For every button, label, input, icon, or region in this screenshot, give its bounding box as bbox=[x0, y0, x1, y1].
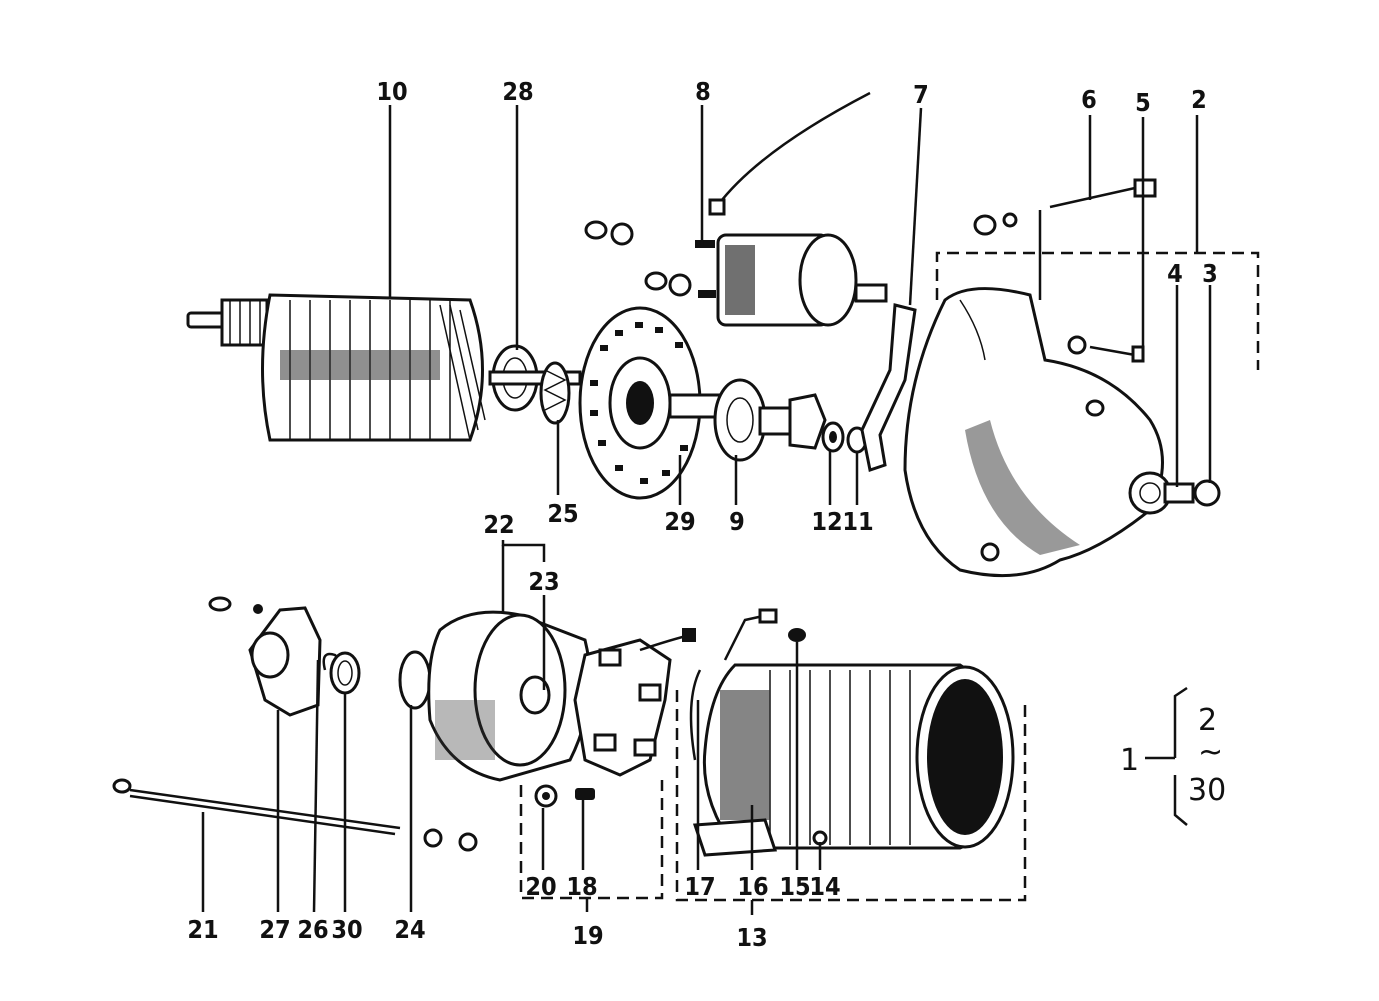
label-7: 7 bbox=[913, 80, 929, 109]
label-30: 30 bbox=[331, 915, 362, 944]
label-9: 9 bbox=[729, 507, 745, 536]
label-18: 18 bbox=[566, 872, 597, 901]
label-27: 27 bbox=[259, 915, 290, 944]
bracket-13 bbox=[675, 690, 1027, 902]
part-label-group: 10 28 8 7 6 5 2 4 3 25 29 9 12 11 22 23 … bbox=[187, 77, 1226, 952]
label-8: 8 bbox=[695, 77, 711, 106]
through-bolt-21 bbox=[112, 778, 478, 852]
label-25: 25 bbox=[547, 499, 578, 528]
label-12: 12 bbox=[811, 507, 842, 536]
end-cap-27 bbox=[208, 596, 322, 717]
engagement-lever-7 bbox=[860, 303, 917, 472]
bearing-plate-29 bbox=[578, 306, 702, 500]
label-3: 3 bbox=[1202, 259, 1218, 288]
through-bolt-6 bbox=[973, 178, 1157, 236]
bolt-5 bbox=[1067, 335, 1145, 363]
legend-assembly-number: 1 bbox=[1120, 743, 1139, 778]
washer-30 bbox=[329, 651, 361, 695]
label-10: 10 bbox=[376, 77, 407, 106]
label-14: 14 bbox=[809, 872, 840, 901]
label-2: 2 bbox=[1191, 85, 1207, 114]
legend-range-end: 30 bbox=[1188, 773, 1226, 808]
label-29: 29 bbox=[664, 507, 695, 536]
label-4: 4 bbox=[1167, 259, 1183, 288]
label-26: 26 bbox=[297, 915, 328, 944]
label-13: 13 bbox=[736, 923, 767, 952]
label-22: 22 bbox=[483, 510, 514, 539]
drive-pinion-9 bbox=[668, 378, 827, 462]
leader-lines-bottom bbox=[201, 540, 822, 915]
label-21: 21 bbox=[187, 915, 218, 944]
label-20: 20 bbox=[525, 872, 556, 901]
legend-range-separator: ~ bbox=[1198, 735, 1223, 770]
label-19: 19 bbox=[572, 921, 603, 950]
brush-18 bbox=[575, 788, 595, 800]
yoke-field-frame-13 bbox=[689, 608, 1015, 857]
spring-ring-25 bbox=[539, 361, 571, 425]
label-24: 24 bbox=[394, 915, 425, 944]
label-11: 11 bbox=[842, 507, 873, 536]
label-16: 16 bbox=[737, 872, 768, 901]
label-17: 17 bbox=[684, 872, 715, 901]
commutator-end-housing-22 bbox=[427, 610, 592, 782]
solenoid-8 bbox=[584, 91, 888, 327]
bracket-2 bbox=[935, 251, 1260, 370]
drive-end-housing-2 bbox=[903, 287, 1221, 578]
legend-range-start: 2 bbox=[1198, 703, 1217, 738]
seal-ring-24 bbox=[398, 650, 432, 710]
label-5: 5 bbox=[1135, 88, 1151, 117]
label-28: 28 bbox=[502, 77, 533, 106]
label-6: 6 bbox=[1081, 85, 1097, 114]
assembly-legend bbox=[1145, 686, 1188, 826]
bracket-19 bbox=[519, 780, 664, 900]
armature bbox=[186, 293, 582, 442]
leader-lines-top bbox=[388, 105, 1212, 505]
label-15: 15 bbox=[779, 872, 810, 901]
label-23: 23 bbox=[528, 567, 559, 596]
brush-spring-20 bbox=[534, 784, 558, 808]
brush-holder-plate bbox=[573, 628, 696, 777]
washer-12 bbox=[821, 421, 845, 453]
